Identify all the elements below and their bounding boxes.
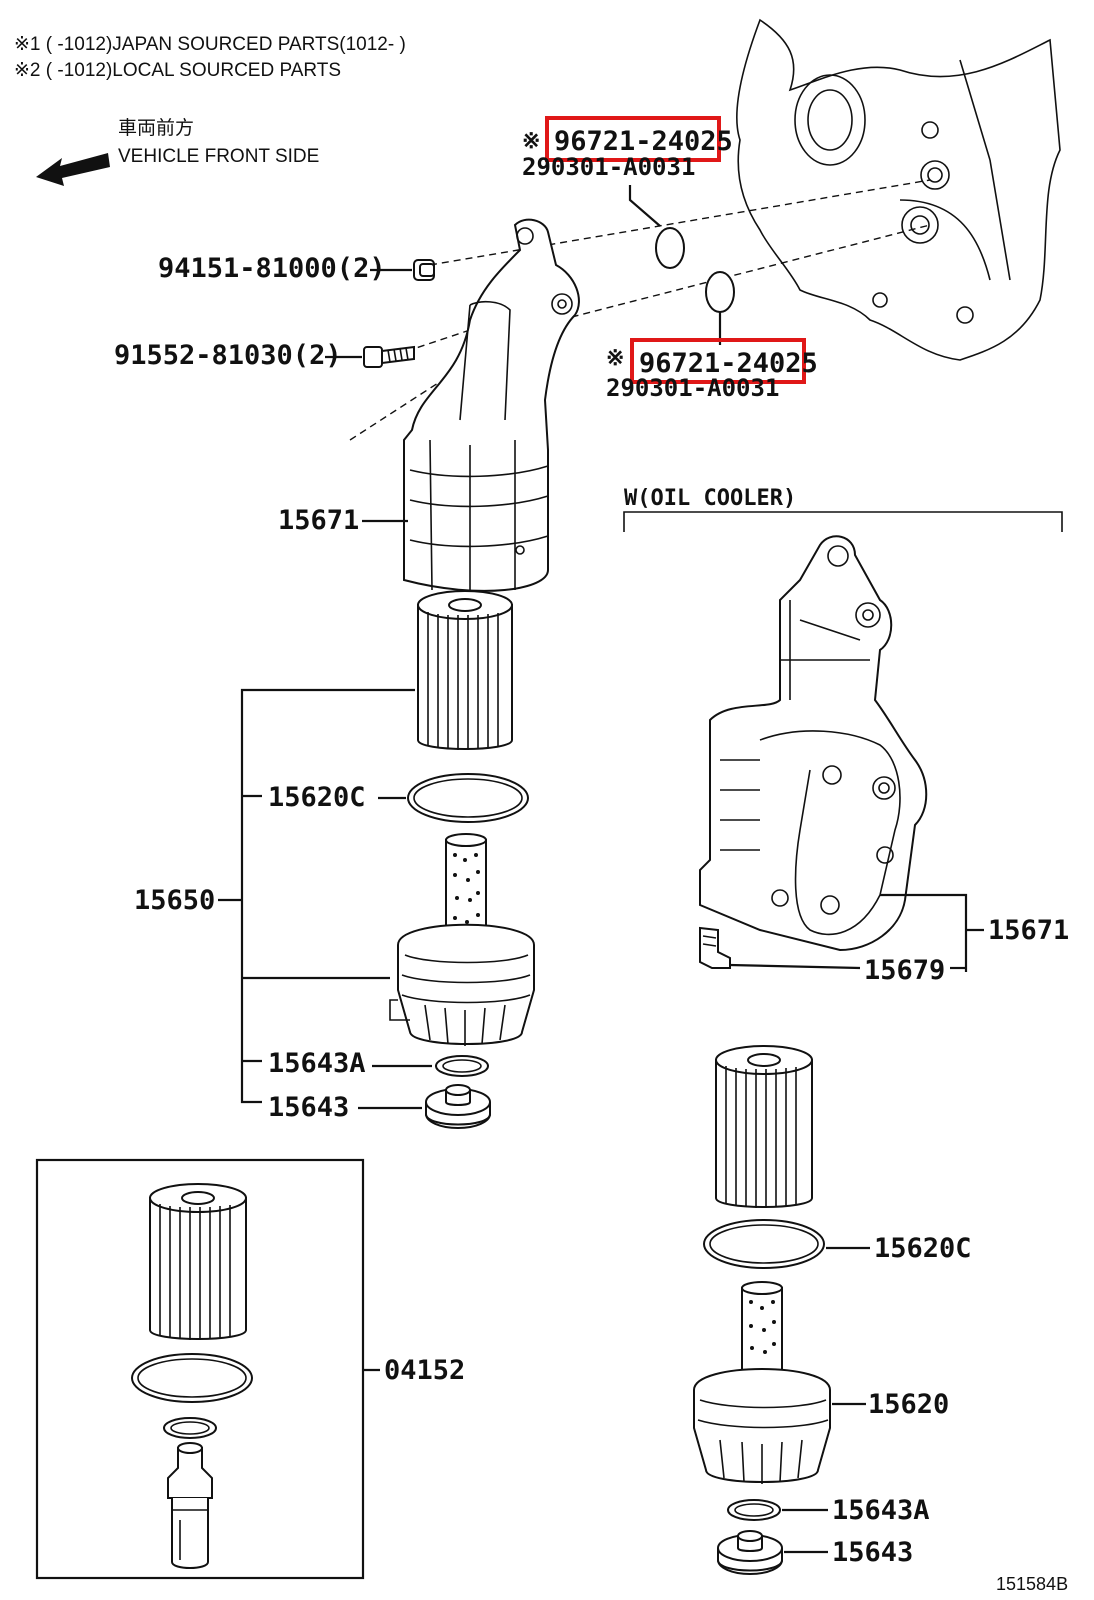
o-ring-upper <box>655 227 685 269</box>
alignment-line-1 <box>429 179 931 266</box>
kit-o-ring-large <box>131 1353 253 1403</box>
label-91552-81030: 91552-81030(2) <box>114 340 342 371</box>
bolt-icon <box>363 345 415 368</box>
leader-15679 <box>729 963 861 970</box>
oil-filter-housing <box>403 218 580 595</box>
label-94151-81000: 94151-81000(2) <box>158 253 386 284</box>
label-15643a: 15643A <box>268 1048 366 1079</box>
bracket-15671-w <box>880 893 968 972</box>
label-15671: 15671 <box>278 505 359 536</box>
filter-element-left <box>417 590 513 750</box>
oil-cooler-housing <box>699 535 928 952</box>
mark-96721-a: ※ <box>522 129 540 154</box>
arrow-left-icon <box>36 153 110 186</box>
label-15620c: 15620C <box>268 782 366 813</box>
label-15679: 15679 <box>864 955 945 986</box>
engine-block <box>735 18 1061 361</box>
leader-96721-a <box>628 185 661 227</box>
filter-cap-right <box>693 1281 831 1484</box>
alignment-line-2 <box>559 224 931 321</box>
vehicle-front-en: VEHICLE FRONT SIDE <box>118 146 319 167</box>
mark-96721-b: ※ <box>606 346 624 371</box>
label-96721-24025-b: 96721-24025 <box>639 348 818 379</box>
kit-filter-element <box>149 1183 247 1340</box>
drain-plug-right <box>717 1530 783 1575</box>
label-15650: 15650 <box>134 885 215 916</box>
note-local-sourced: ※2 ( -1012)LOCAL SOURCED PARTS <box>14 60 341 81</box>
bracket-15650 <box>240 688 415 1104</box>
drain-plug-left <box>425 1084 491 1129</box>
drain-valve-15679 <box>699 926 731 969</box>
vehicle-front-jp: 車両前方 <box>118 117 194 139</box>
heading-w-oil-cooler: W(OIL COOLER) <box>624 486 796 511</box>
kit-drain-fitting <box>167 1442 213 1569</box>
label-15671-w: 15671 <box>988 915 1069 946</box>
label-15620c-w: 15620C <box>874 1233 972 1264</box>
o-ring-15620c-right <box>703 1219 825 1269</box>
filter-element-right <box>715 1045 813 1208</box>
o-ring-lower <box>705 271 735 313</box>
label-90301-b: 290301-A0031 <box>606 374 779 402</box>
filter-cap-left <box>389 833 535 1046</box>
label-15643-w: 15643 <box>832 1537 913 1568</box>
diagram-id: 151584B <box>996 1574 1068 1594</box>
label-04152: 04152 <box>384 1355 465 1386</box>
o-ring-15620c-left <box>407 773 529 823</box>
label-96721-24025-a: 96721-24025 <box>554 126 733 157</box>
label-90301-a: 290301-A0031 <box>522 153 695 181</box>
label-15620: 15620 <box>868 1389 949 1420</box>
nut-icon <box>413 259 435 281</box>
highlight-box-96721-a <box>545 116 721 162</box>
bracket-w-oil-cooler <box>623 511 1063 532</box>
highlight-box-96721-b <box>630 338 806 384</box>
label-15643: 15643 <box>268 1092 349 1123</box>
label-15643a-w: 15643A <box>832 1495 930 1526</box>
note-japan-sourced: ※1 ( -1012)JAPAN SOURCED PARTS(1012- ) <box>14 34 406 55</box>
